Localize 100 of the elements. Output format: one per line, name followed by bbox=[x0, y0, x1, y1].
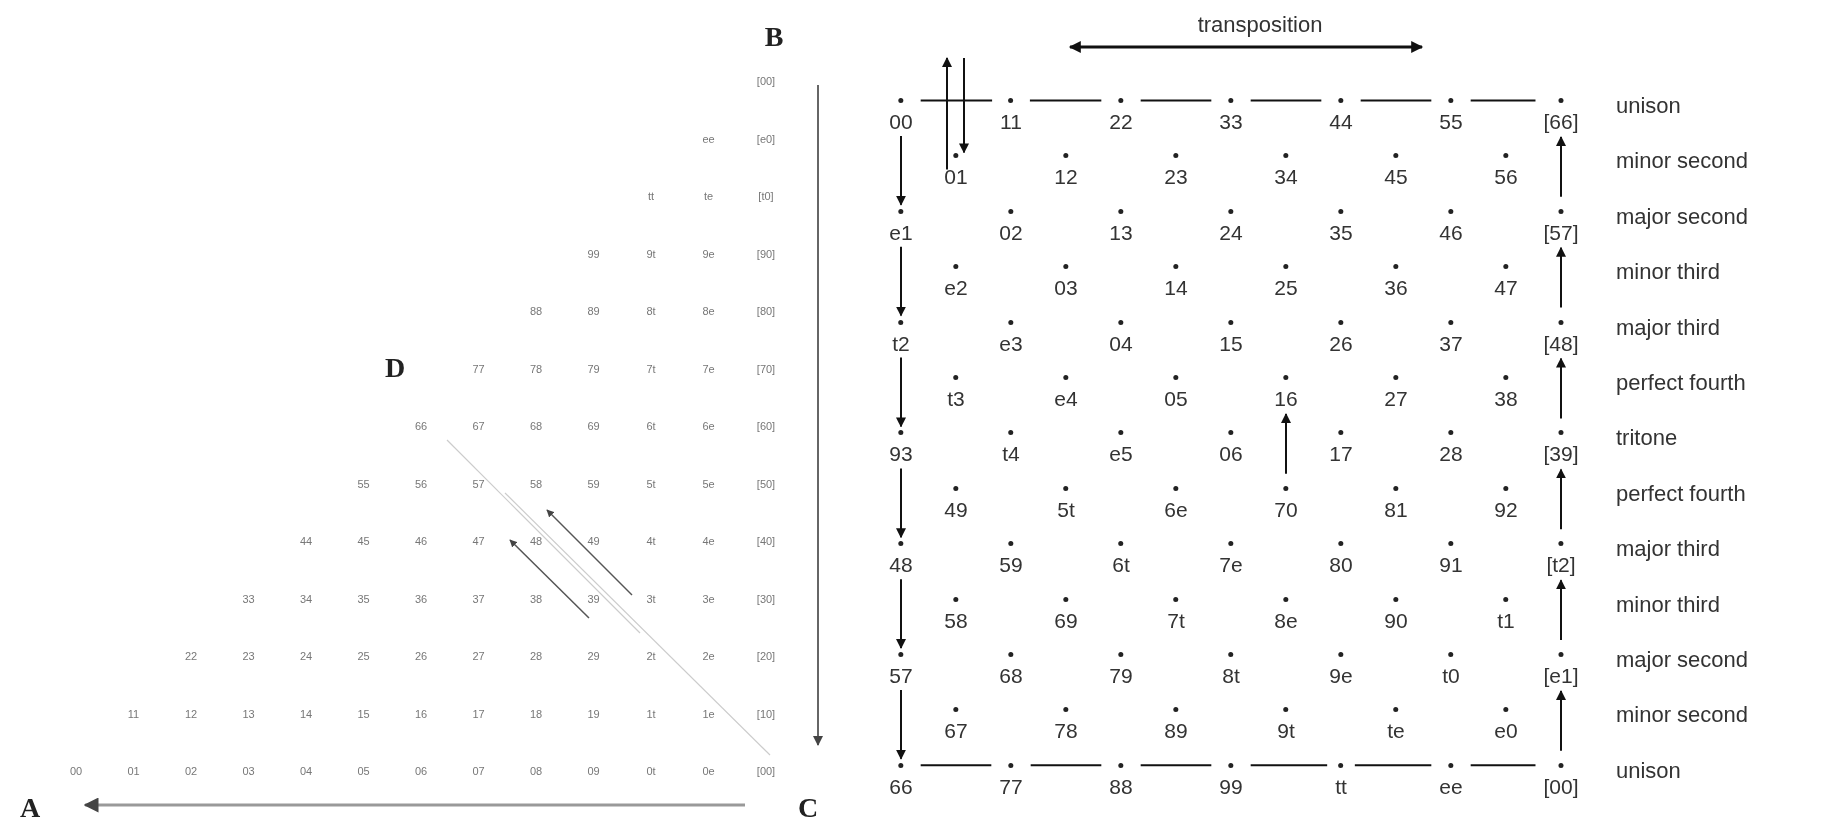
pitch-pair-label: 2t bbox=[646, 650, 656, 662]
pitch-pair-label: 09 bbox=[587, 765, 600, 777]
pitch-pair-label: 14 bbox=[299, 707, 313, 720]
pitch-pair-label: 02 bbox=[184, 765, 198, 777]
pitch-pair-label: 1e bbox=[702, 707, 715, 720]
arrow bbox=[1556, 468, 1566, 531]
pitch-pair: 28 bbox=[1439, 430, 1463, 466]
pitch-pair-label: 58 bbox=[529, 477, 543, 490]
pitch-pair: 9t bbox=[1277, 707, 1295, 743]
interval-label: minor third bbox=[1616, 591, 1720, 618]
pitch-pair: 13 bbox=[1109, 208, 1133, 244]
pitch-pair-label: 56 bbox=[414, 477, 428, 490]
pitch-pair: 90 bbox=[1384, 596, 1408, 632]
pitch-pair-label: 6t bbox=[646, 420, 656, 432]
pitch-pair-label: 16 bbox=[414, 707, 428, 720]
pitch-pair-label: 29 bbox=[587, 650, 600, 662]
pitch-pair-label: 19 bbox=[587, 707, 600, 720]
pitch-pair: 58 bbox=[944, 596, 968, 632]
pitch-pair: e2 bbox=[944, 264, 968, 300]
pitch-pair: 17 bbox=[1329, 430, 1353, 466]
pitch-pair-label: 79 bbox=[587, 362, 600, 375]
arrow bbox=[896, 467, 906, 539]
pitch-pair: 01 bbox=[944, 153, 968, 189]
pitch-pair-label: 6e bbox=[702, 420, 715, 432]
pitch-pair: 93 bbox=[889, 430, 913, 466]
arrow bbox=[1556, 690, 1566, 752]
pitch-pair: 88 bbox=[1109, 762, 1133, 798]
pitch-pair: 37 bbox=[1439, 319, 1463, 355]
connector-line bbox=[919, 99, 994, 102]
connector-line bbox=[1139, 764, 1213, 767]
pitch-pair: [e1] bbox=[1543, 652, 1579, 687]
pitch-pair: 68 bbox=[999, 652, 1023, 687]
pitch-pair: [39] bbox=[1543, 430, 1579, 466]
pitch-pair: 44 bbox=[1329, 98, 1353, 133]
pitch-pair-label: 99 bbox=[587, 247, 600, 260]
pitch-pair-label: 8e bbox=[702, 305, 715, 317]
pitch-pair: 8t bbox=[1222, 652, 1240, 687]
pitch-pair-label: 03 bbox=[242, 765, 255, 777]
pitch-pair: te bbox=[1387, 707, 1405, 743]
interval-label: major second bbox=[1616, 647, 1749, 673]
pitch-pair: 7t bbox=[1167, 596, 1185, 632]
pitch-pair-label: 33 bbox=[242, 592, 255, 605]
pitch-pair-label: te bbox=[703, 190, 714, 202]
pitch-pair-label: 9e bbox=[702, 247, 715, 260]
pitch-pair-label: 0e bbox=[702, 765, 715, 777]
pitch-pair-label: 55 bbox=[357, 477, 370, 490]
arrow bbox=[959, 57, 969, 154]
pitch-pair: 15 bbox=[1219, 319, 1243, 355]
pitch-pair: t3 bbox=[947, 375, 965, 410]
interval-label: unison bbox=[1616, 93, 1681, 119]
pitch-pair-label: [80] bbox=[756, 305, 776, 317]
pitch-pair-label: 22 bbox=[184, 650, 198, 662]
pitch-pair: 5t bbox=[1057, 485, 1075, 521]
pitch-pair: 81 bbox=[1384, 485, 1408, 521]
pitch-pair: 49 bbox=[944, 485, 968, 521]
pitch-pair: 7e bbox=[1219, 541, 1243, 577]
pitch-pair: 9e bbox=[1329, 652, 1353, 687]
pitch-pair-label: 04 bbox=[299, 765, 313, 777]
pitch-pair: t1 bbox=[1497, 596, 1515, 632]
pitch-pair: 23 bbox=[1164, 153, 1188, 189]
pitch-pair-label: [90] bbox=[756, 247, 776, 260]
pitch-pair: 12 bbox=[1054, 153, 1078, 189]
pitch-pair-label: [60] bbox=[756, 420, 776, 432]
pitch-pair-label: 3e bbox=[702, 592, 715, 605]
pitch-pair: 33 bbox=[1219, 98, 1243, 133]
pitch-pair-label: 7t bbox=[646, 362, 656, 375]
pitch-pair: tt bbox=[1335, 762, 1347, 798]
pitch-pair-label: 4e bbox=[702, 535, 715, 547]
arrow bbox=[896, 578, 906, 649]
corner-letter: A bbox=[19, 792, 41, 824]
arrow bbox=[896, 356, 906, 428]
pitch-pair: t4 bbox=[1002, 430, 1020, 466]
pitch-pair-label: 7e bbox=[702, 362, 715, 375]
pitch-pair: 6t bbox=[1112, 541, 1130, 577]
pitch-pair: 14 bbox=[1164, 264, 1188, 300]
pitch-pair-label: 68 bbox=[529, 420, 543, 432]
pitch-pair-label: 39 bbox=[587, 592, 600, 605]
corner-letter: D bbox=[384, 352, 406, 384]
pitch-pair-label: 9t bbox=[646, 247, 656, 260]
interval-label: major third bbox=[1616, 314, 1720, 341]
pitch-pair: 03 bbox=[1054, 264, 1078, 300]
pitch-pair-label: 48 bbox=[529, 535, 543, 547]
pitch-pair-label: 13 bbox=[242, 707, 255, 720]
pitch-pair: 06 bbox=[1219, 430, 1243, 466]
connector-line bbox=[1469, 99, 1537, 102]
pitch-pair-label: [20] bbox=[756, 650, 776, 662]
arrow bbox=[1281, 413, 1291, 475]
pitch-pair: 89 bbox=[1164, 707, 1188, 743]
arrow bbox=[1556, 136, 1566, 198]
pitch-pair: e5 bbox=[1109, 430, 1133, 466]
pitch-pair-label: 3t bbox=[646, 592, 656, 605]
pitch-pair: [57] bbox=[1543, 208, 1579, 244]
pitch-pair: 25 bbox=[1274, 264, 1298, 300]
pitch-pair-label: 5t bbox=[646, 477, 656, 490]
axis-label: transposition bbox=[1197, 12, 1323, 38]
pitch-pair-label: 0t bbox=[646, 765, 656, 777]
pitch-pair: 77 bbox=[999, 762, 1023, 798]
pitch-pair: 92 bbox=[1494, 485, 1518, 521]
pitch-pair: e1 bbox=[889, 208, 913, 244]
pitch-pair: e0 bbox=[1494, 707, 1518, 743]
